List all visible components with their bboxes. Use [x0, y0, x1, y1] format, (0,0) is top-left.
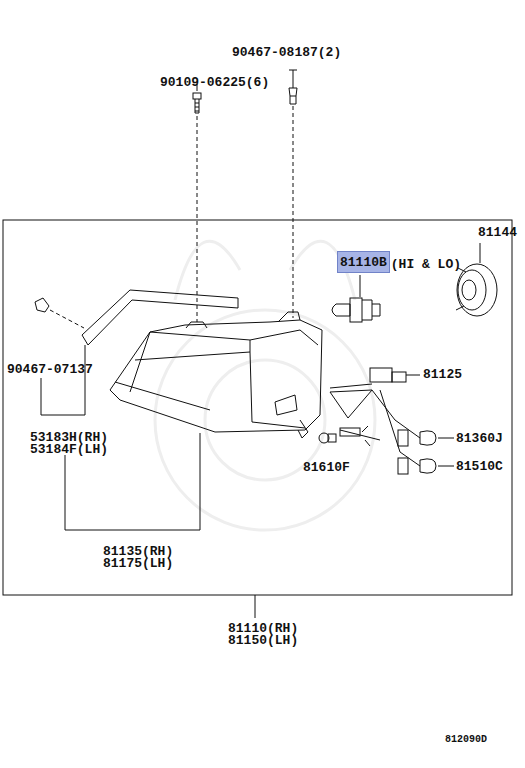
- dashed-line: [293, 106, 294, 318]
- figure-number: 812090D: [445, 733, 487, 746]
- part-number: 53184F(LH): [30, 443, 108, 456]
- watermark: [155, 241, 375, 530]
- group-frame: [3, 220, 512, 595]
- part-number: 81125: [423, 368, 462, 381]
- part-number: 81175(LH): [103, 557, 173, 570]
- part-number: 81144: [478, 226, 517, 239]
- highlighted-part: 81110B: [337, 251, 390, 273]
- headlight-bulb: [332, 275, 380, 322]
- part-number: 81110B: [340, 255, 387, 270]
- part-number: 90467-07137: [7, 363, 93, 376]
- leader-line: [255, 595, 256, 618]
- part-number: 81360J: [456, 432, 503, 445]
- part-number: 90467-08187(2): [232, 46, 341, 59]
- part-number: 81510C: [456, 460, 503, 473]
- headlamp: [110, 312, 322, 438]
- dashed-line: [197, 116, 198, 322]
- part-number: 81610F: [303, 461, 350, 474]
- part-number: (HI & LO): [391, 258, 461, 271]
- part-number: 90109-06225(6): [160, 76, 269, 89]
- wire-harness: [330, 368, 420, 474]
- clip-bolt: [289, 70, 297, 104]
- clip: [35, 298, 49, 312]
- bulb-cover: [456, 243, 497, 316]
- part-number: 81150(LH): [228, 634, 298, 647]
- leader-line: [41, 345, 85, 415]
